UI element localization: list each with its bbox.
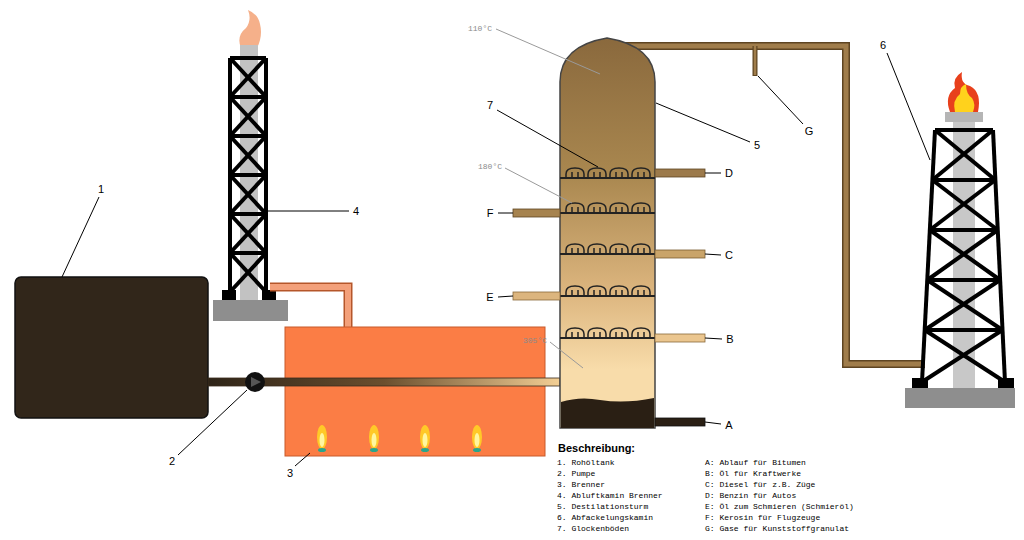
description-item: 6. Abfackelungskamin	[557, 514, 653, 522]
description-item: 2. Pumpe	[557, 470, 595, 478]
description-item: B: Öl für Kraftwerke	[705, 470, 801, 478]
outlet-letter: E	[486, 292, 493, 303]
outlet-letter: F	[487, 208, 494, 219]
description-item: 3. Brenner	[557, 481, 605, 489]
description-heading: Beschreibung:	[558, 443, 635, 454]
outlet-letter: A	[725, 420, 732, 431]
description-item: 1. Rohöltank	[557, 459, 615, 467]
temperature-label: 305°C	[523, 337, 547, 345]
callout-number: 6	[880, 40, 886, 51]
callout-number: 1	[98, 184, 104, 195]
callout-number: 7	[487, 100, 493, 111]
callout-number: 4	[353, 206, 359, 217]
outlet-letter: B	[726, 334, 733, 345]
temperature-label: 110°C	[468, 25, 492, 33]
description-item: F: Kerosin für Flugzeuge	[705, 514, 820, 522]
temperature-label: 180°C	[478, 163, 502, 171]
callout-number: 2	[169, 456, 175, 467]
outlet-letter: C	[725, 250, 733, 261]
description-item: G: Gase für Kunststoffgranulat	[705, 525, 849, 533]
callout-number: 3	[287, 468, 293, 479]
callout-number: 5	[754, 140, 760, 151]
description-item: 7. Glockenböden	[557, 525, 629, 533]
description-item: D: Benzin für Autos	[705, 492, 796, 500]
description-item: A: Ablauf für Bitumen	[705, 459, 806, 467]
outlet-letter: G	[805, 126, 814, 137]
description-item: E: Öl zum Schmieren (Schmieröl)	[705, 503, 854, 511]
description-item: 5. Destilationsturm	[557, 503, 648, 511]
outlet-letter: D	[725, 168, 733, 179]
description-item: 4. Abluftkamin Brenner	[557, 492, 663, 500]
description-item: C: Diesel für z.B. Züge	[705, 481, 815, 489]
